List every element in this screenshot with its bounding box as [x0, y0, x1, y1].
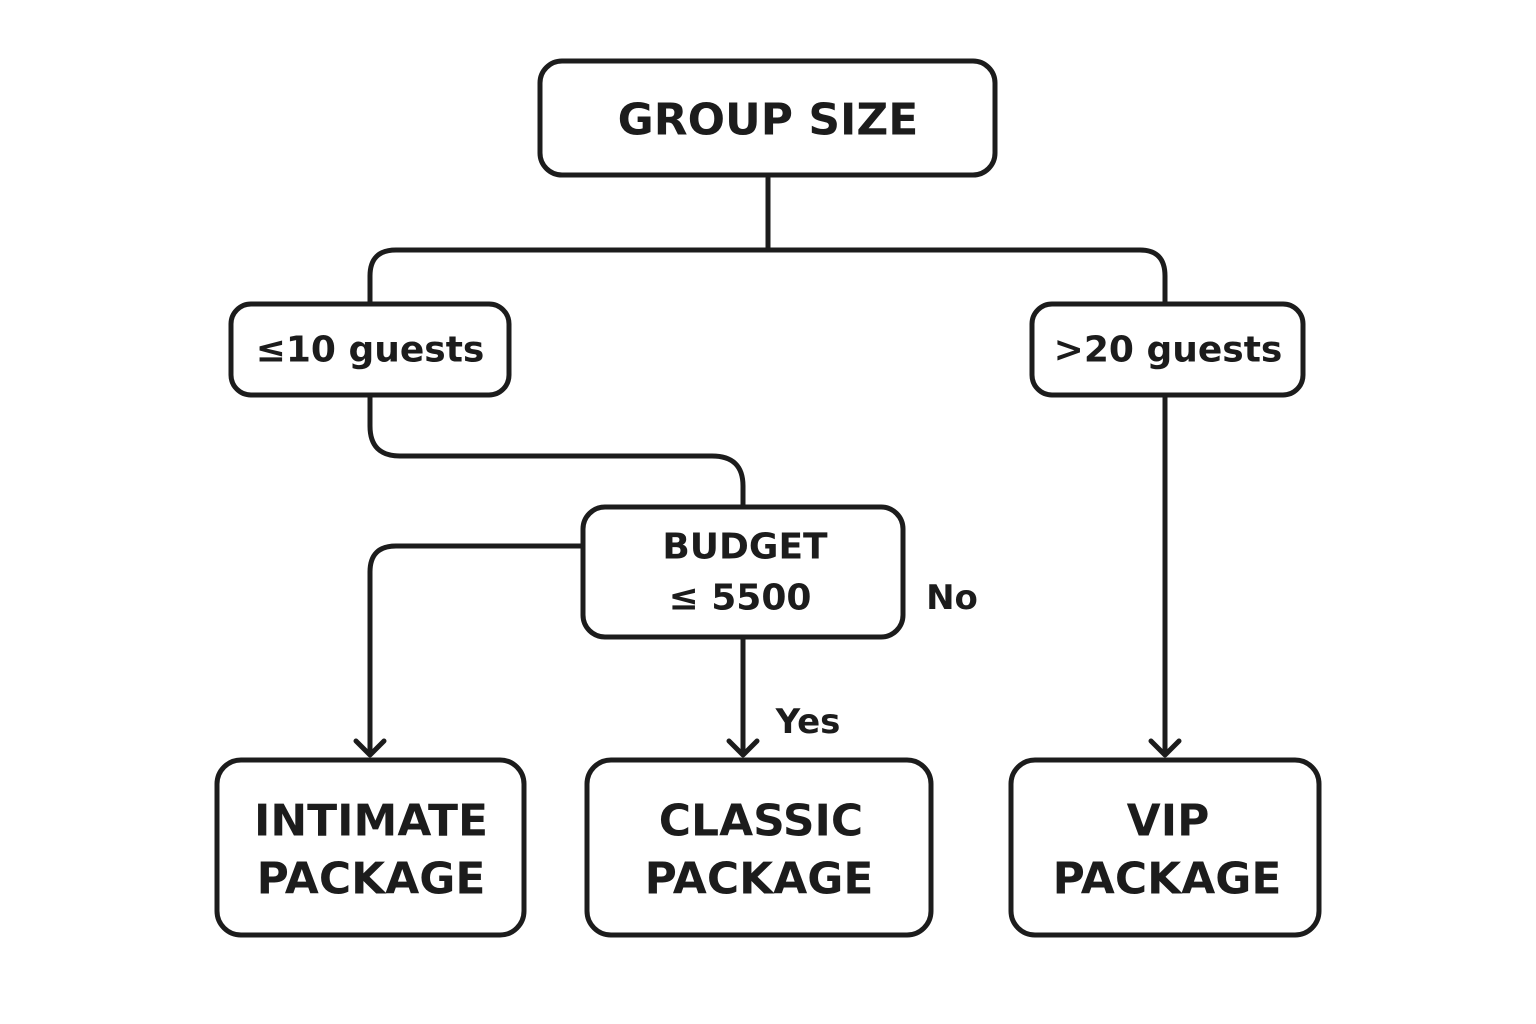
node-classic-line2: PACKAGE [645, 854, 874, 905]
node-small-group-label: ≤10 guests [256, 330, 485, 371]
node-intimate-package: INTIMATE PACKAGE [214, 757, 527, 938]
node-large-group: >20 guests [1029, 301, 1306, 398]
node-classic-line1: CLASSIC [659, 796, 863, 847]
arrowhead-intimate [353, 738, 387, 758]
node-intimate-line2: PACKAGE [257, 854, 486, 905]
node-intimate-line1: INTIMATE [254, 796, 488, 847]
edge-label-yes: Yes [775, 702, 841, 742]
node-vip-line2: PACKAGE [1053, 854, 1282, 905]
connector-root-to-large-group [765, 247, 1168, 306]
node-vip-package: VIP PACKAGE [1008, 757, 1322, 938]
connector-root-to-small-group [367, 247, 771, 306]
node-large-group-label: >20 guests [1054, 330, 1283, 371]
edge-label-no: No [926, 578, 978, 618]
node-small-group: ≤10 guests [228, 301, 512, 398]
node-budget: BUDGET ≤ 5500 [580, 504, 906, 640]
node-group-size: GROUP SIZE [537, 58, 998, 178]
node-budget-line2: ≤ 5500 [669, 578, 812, 619]
node-vip-line1: VIP [1127, 796, 1210, 847]
node-classic-package: CLASSIC PACKAGE [584, 757, 934, 938]
node-budget-line1: BUDGET [662, 527, 828, 568]
connector-small-group-to-budget [367, 393, 746, 509]
arrowhead-classic [726, 738, 760, 758]
connector-budget-to-intimate [367, 543, 585, 757]
arrowhead-vip [1148, 738, 1182, 758]
node-group-size-label: GROUP SIZE [618, 95, 919, 146]
